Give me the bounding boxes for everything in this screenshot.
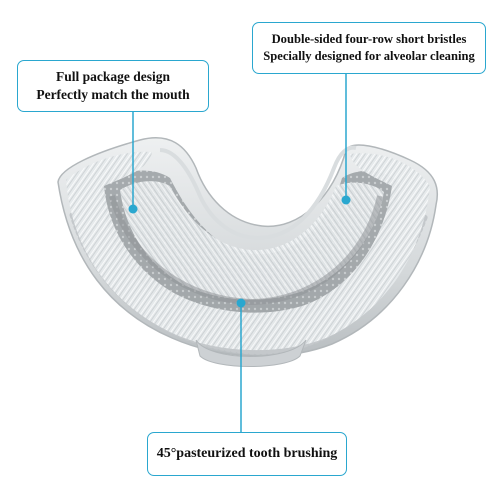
callout-left-line2: Perfectly match the mouth	[36, 87, 190, 102]
inner-bristle-row	[120, 181, 384, 300]
callout-right-line2: Specially designed for alveolar cleaning	[263, 49, 475, 63]
callout-bristles: Double-sided four-row short bristles Spe…	[252, 22, 486, 74]
callout-full-package: Full package design Perfectly match the …	[17, 60, 209, 112]
callout-left-line1: Full package design	[55, 68, 171, 84]
right-connector-dot	[341, 195, 351, 205]
left-connector-dot	[128, 204, 138, 214]
callout-right-line1: Double-sided four-row short bristles	[271, 32, 467, 46]
callout-brushing-angle: 45°pasteurized tooth brushing	[147, 432, 347, 476]
bottom-connector-dot	[236, 298, 246, 308]
callout-bottom-line1: 45°pasteurized tooth brushing	[156, 445, 338, 461]
handle-base	[195, 339, 307, 367]
outer-bristle-row	[66, 151, 430, 351]
